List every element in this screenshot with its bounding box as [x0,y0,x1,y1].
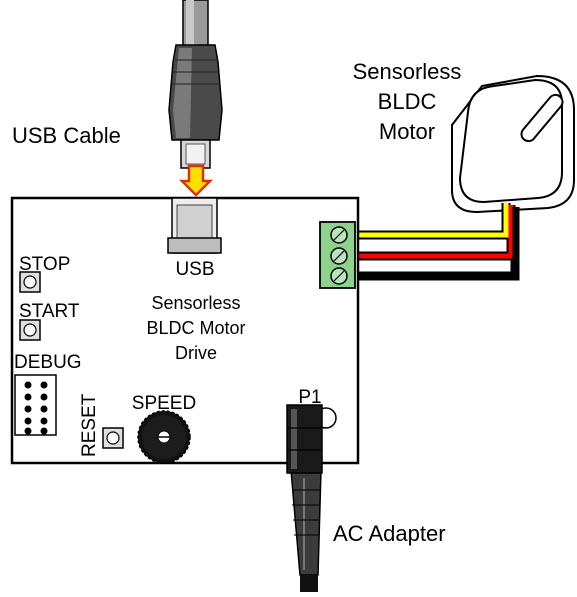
usb-cable [168,0,223,169]
motor-label-line3: Motor [379,119,435,144]
motor-wires [357,203,520,281]
yellow-wire [357,203,509,238]
motor-label-line2: BLDC [378,89,437,114]
debug-label: DEBUG [14,352,82,373]
board-label-line1: Sensorless [151,293,240,313]
red-wire [357,205,514,259]
motor-terminal-block [319,221,356,289]
usb-port-label: USB [175,259,214,280]
bldc-motor-icon [451,74,575,214]
board-label-line2: BLDC Motor [146,318,245,338]
speed-knob-icon[interactable] [137,410,191,464]
usb-cable-label: USB Cable [12,123,121,148]
debug-header[interactable] [14,374,57,436]
stop-button[interactable] [19,271,41,293]
stop-label: STOP [19,254,70,275]
motor-label-line1: Sensorless [353,59,462,84]
dc-barrel-plug-icon[interactable] [286,404,337,474]
p1-label: P1 [298,387,321,408]
insert-arrow-icon [178,164,214,197]
ac-adapter-label: AC Adapter [333,521,446,546]
speed-label: SPEED [132,393,196,414]
black-wire [357,207,518,279]
board-label-line3: Drive [175,343,217,363]
usb-receptacle[interactable] [167,197,222,254]
start-label: START [19,301,80,322]
reset-button[interactable] [102,427,124,449]
ac-adapter-cable [290,469,322,592]
start-button[interactable] [19,319,41,341]
reset-label: RESET [79,393,100,457]
